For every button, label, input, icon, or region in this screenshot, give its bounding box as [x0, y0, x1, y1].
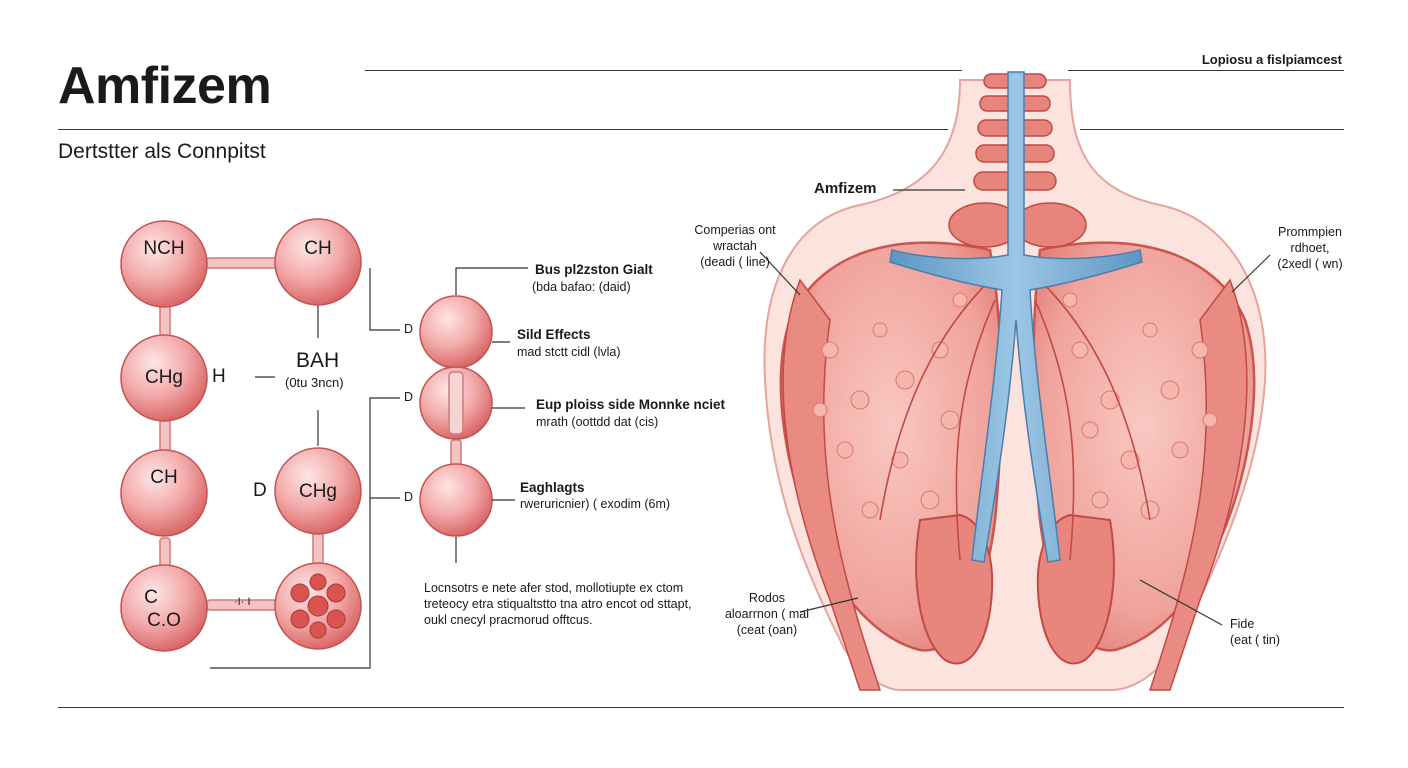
h-label: H: [212, 366, 226, 387]
stack-leader-lines: [455, 267, 528, 563]
callout-bottom-right-line-2: (eat ( tin): [1230, 633, 1281, 647]
callout-bottom-left-line-1: Rodos: [748, 591, 786, 605]
callout-bottom-right-line-1: Fide: [1230, 617, 1255, 631]
anatomy-callout-lines: [759, 189, 1271, 626]
bah-label: BAH: [296, 349, 340, 372]
page-subtitle: Dertstter als Connpitst: [58, 140, 266, 163]
header-rule-mid: [58, 129, 948, 130]
bubble-ch-top: [274, 218, 362, 306]
note-line-1: Locnsotrs e nete afer stod, mollotiupte …: [424, 581, 684, 595]
bubble-chg-right: [274, 447, 362, 535]
callout-top-left: Comperias ont wractah (deadi ( line): [670, 222, 800, 270]
bubble-ch-mid-label: CH: [150, 467, 178, 488]
footer-rule: [58, 707, 1344, 708]
bubble-ch-mid: [120, 449, 208, 537]
bubble-co-label-2: C.O: [147, 610, 181, 631]
callout-top-right-line-1: Prommpien: [1278, 225, 1342, 239]
header-rule-mid-right: [1080, 129, 1344, 130]
corner-note: Lopiosu a fislpiamcest: [1201, 52, 1342, 67]
bubble-chg-right-label: CHg: [298, 481, 337, 502]
stack-d-marker-3: D: [404, 490, 414, 504]
callout-top-left-line-2: wractah: [713, 239, 757, 253]
note-line-2: treteocy etra stiqualtstto tna atro enco…: [424, 597, 692, 611]
bond-mark: ·I· I: [234, 596, 251, 608]
bubble-nch: [120, 220, 208, 308]
bubble-co-label-1: C: [144, 587, 158, 608]
molecule-bonds: [159, 257, 324, 611]
stack-label-3-title: Eup ploiss side Monnke nciet: [536, 397, 726, 412]
stack-d-marker-1: D: [404, 322, 414, 336]
bah-sub-label: (0tu 3ncn): [285, 375, 344, 390]
stack-label-2-title: Sild Effects: [517, 327, 591, 342]
callout-top-right-line-2: rdhoet,: [1290, 241, 1330, 255]
header-rule-top-right: [1068, 70, 1344, 71]
callout-bottom-right: Fide (eat ( tin): [1230, 616, 1280, 648]
anatomy-main-label: Amfizem: [814, 180, 877, 197]
callout-bottom-left-line-2: aloarrnon ( mai: [724, 607, 810, 621]
bubble-ch-top-label: CH: [304, 238, 332, 259]
header-rule-top: [365, 70, 962, 71]
note-paragraph: Locnsotrs e nete afer stod, mollotiupte …: [424, 580, 692, 628]
stack-bubble-3: [419, 463, 493, 537]
bubble-nch-label: NCH: [143, 238, 185, 259]
callout-top-left-line-1: Comperias ont: [694, 223, 776, 237]
stack-bubble-1: [419, 295, 493, 369]
stack-label-1-title: Bus pl2zston Gialt: [535, 262, 653, 277]
stack-label-3-sub: mrath (oottdd dat (cis): [536, 415, 659, 429]
callout-top-right-line-3: (2xedl ( wn): [1277, 257, 1343, 271]
cluster-dots: [290, 573, 346, 639]
stack-label-4-sub: rweruricnier) ( exodim (6m): [520, 497, 671, 511]
page-title: Amfizem: [58, 57, 272, 115]
stack-d-marker-2: D: [404, 390, 414, 404]
callout-bottom-left-line-3: (ceat (oan): [736, 623, 798, 637]
d-label-molecule: D: [253, 480, 267, 501]
molecule-leader-lines: [210, 268, 400, 669]
bubble-co: [120, 564, 208, 652]
stack-label-4-title: Eaghlagts: [520, 480, 585, 495]
bubble-chg-left-label: CHg: [144, 367, 183, 388]
stack-label-2-sub: mad stctt cidl (lvla): [517, 345, 621, 359]
stack-label-1-sub: (bda bafao: (daid): [532, 280, 631, 294]
anatomy-illustration: [763, 71, 1267, 691]
note-line-3: oukl cnecyl pracmorud offtcus.: [424, 613, 593, 627]
callout-top-left-line-3: (deadi ( line): [700, 255, 770, 269]
callout-bottom-left: Rodos aloarrnon ( mai (ceat (oan): [702, 590, 832, 638]
bubble-chg-left: [120, 334, 208, 422]
callout-top-right: Prommpien rdhoet, (2xedl ( wn): [1255, 224, 1365, 272]
